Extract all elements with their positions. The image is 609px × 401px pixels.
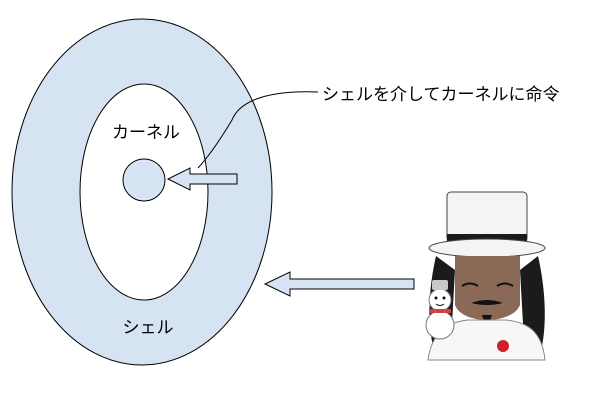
kernel-core-circle (122, 158, 166, 202)
kernel-label: カーネル (112, 123, 180, 143)
callout-label: シェルを介してカーネルに命令 (322, 85, 560, 105)
callout-line (197, 91, 319, 169)
arrow-to-shell (263, 271, 415, 297)
magician-with-snowman-puppet-icon (425, 191, 546, 361)
arrow-to-kernel (166, 167, 238, 191)
shell-label: シェル (123, 318, 174, 338)
